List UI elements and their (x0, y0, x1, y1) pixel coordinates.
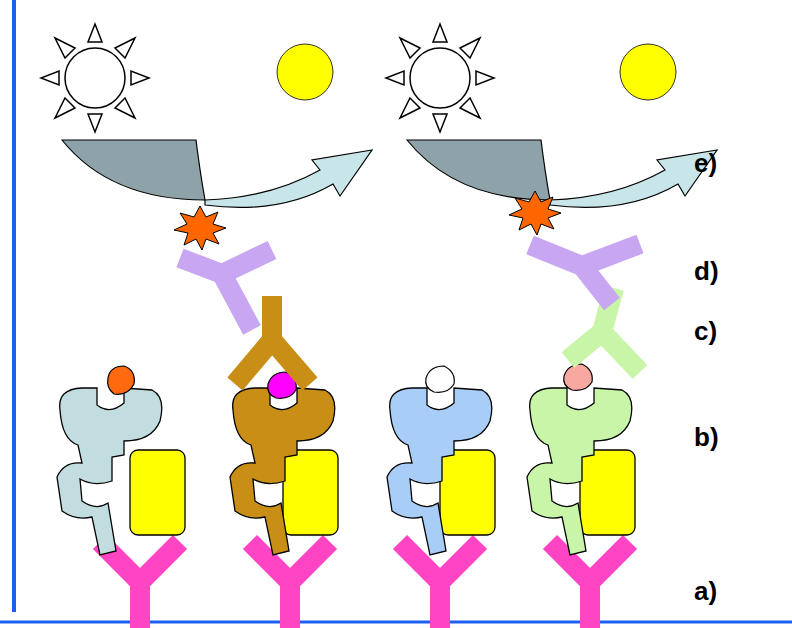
panel-letter: e) (694, 150, 717, 176)
panel-letter: b) (694, 424, 719, 450)
panel-letter: d) (694, 258, 719, 284)
panel-letter: a) (694, 578, 717, 604)
panel-letter: c) (694, 318, 717, 344)
